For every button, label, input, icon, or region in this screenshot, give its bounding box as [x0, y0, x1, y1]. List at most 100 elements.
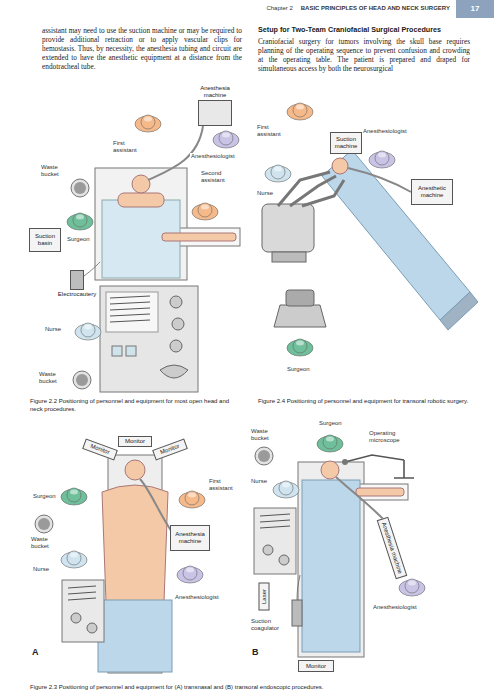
open-surgery-setup	[135, 115, 161, 132]
staff-label: Anesthesiologist	[362, 128, 408, 135]
staff-label: Surgeon	[66, 236, 91, 243]
open-surgery-setup	[67, 115, 240, 392]
open-surgery-setup	[132, 175, 150, 193]
transoral-setup	[298, 462, 364, 657]
transnasal-setup	[71, 613, 81, 623]
node-label: Anesthesia machine	[189, 85, 241, 99]
robotic-surgery-setup	[332, 158, 348, 174]
staff-label: First assistant	[208, 478, 244, 492]
robotic-surgery-setup	[348, 168, 411, 192]
node-label: Suction machine	[333, 136, 359, 150]
open-surgery-setup	[110, 302, 150, 304]
staff-label: Nurse	[256, 190, 274, 197]
figure-caption: Figure 2.2 Positioning of personnel and …	[30, 398, 240, 414]
transnasal-setup	[35, 455, 205, 673]
transnasal-setup	[68, 592, 96, 594]
node-label: Anesthetic machine	[414, 185, 450, 199]
robotic-surgery-setup	[322, 150, 470, 320]
transoral-setup	[279, 555, 289, 565]
equipment-box	[198, 100, 232, 126]
body-text: Craniofacial surgery for tumors involvin…	[258, 37, 470, 73]
monitor: Monitor	[152, 438, 188, 460]
staff-label: Nurse	[250, 478, 268, 485]
transoral-setup	[345, 455, 404, 462]
robotic-surgery-setup	[265, 165, 291, 182]
transnasal-setup	[179, 491, 205, 508]
staff-label: First assistant	[256, 124, 290, 138]
anesthesia-machine: Anesthesia machine	[377, 517, 408, 580]
panel-letter: B	[252, 648, 259, 658]
transoral-setup	[399, 579, 425, 596]
transoral-setup	[317, 435, 343, 452]
open-surgery-setup	[172, 318, 184, 330]
open-surgery-setup	[95, 168, 187, 280]
transnasal-setup	[35, 515, 53, 533]
transoral-setup	[260, 526, 290, 528]
anesthetic-machine: Anesthetic machine	[411, 179, 453, 205]
transnasal-setup	[62, 580, 104, 642]
open-surgery-setup	[110, 296, 150, 322]
staff-label: Nurse	[44, 326, 62, 333]
transoral-setup	[356, 488, 404, 496]
transnasal-setup	[68, 586, 96, 600]
robotic-surgery-setup	[272, 252, 306, 262]
open-surgery-setup	[112, 346, 122, 356]
open-surgery-setup	[213, 131, 239, 148]
staff-label: Surgeon	[318, 420, 343, 427]
transoral-setup	[297, 575, 300, 600]
open-surgery-setup	[84, 262, 100, 276]
body-text: assistant may need to use the suction ma…	[42, 26, 242, 72]
node-label: Suction basin	[32, 233, 58, 247]
robotic-surgery-setup	[369, 151, 395, 168]
transoral-setup	[345, 455, 414, 478]
open-surgery-setup	[126, 346, 136, 356]
transnasal-setup	[140, 479, 172, 532]
open-surgery-setup	[75, 323, 101, 340]
open-surgery-setup	[162, 233, 236, 241]
open-surgery-setup	[110, 320, 150, 322]
robotic-surgery-setup	[302, 180, 344, 206]
anesthesia-machine: Anesthesia machine	[189, 85, 241, 127]
suction-machine: Suction machine	[330, 132, 362, 154]
open-surgery-setup	[106, 292, 158, 332]
transnasal-setup	[177, 566, 203, 583]
open-surgery-setup	[118, 193, 164, 207]
equipment-label: Operating microscope	[368, 430, 420, 444]
robotic-surgery-setup	[274, 305, 326, 327]
staff-label: Nurse	[32, 566, 50, 573]
figure-caption: Figure 2.3 Positioning of personnel and …	[30, 684, 470, 692]
transoral-setup	[260, 520, 290, 522]
open-surgery-setup	[170, 340, 182, 352]
transoral-setup	[292, 600, 302, 626]
transoral-setup	[336, 477, 386, 522]
transoral-setup	[321, 461, 339, 479]
node-label: Anesthesia machine	[380, 521, 403, 575]
robotic-surgery-setup	[286, 290, 314, 306]
monitor: Monitor	[82, 438, 118, 460]
monitor: Monitor	[298, 660, 334, 672]
node-label: Monitor	[125, 438, 145, 445]
equipment-box	[70, 270, 84, 290]
transnasal-setup	[61, 551, 87, 568]
figure-caption: Figure 2.4 Positioning of personnel and …	[258, 398, 470, 406]
transnasal-setup	[102, 485, 168, 602]
staff-label: Anesthesiologist	[190, 153, 236, 160]
page-number: 17	[456, 4, 494, 14]
equipment-label: Waste bucket	[40, 164, 72, 178]
transoral-setup	[263, 545, 273, 555]
panel-letter: A	[32, 648, 39, 658]
laser-unit: Laser	[259, 582, 270, 610]
staff-label: Surgeon	[32, 493, 57, 500]
robotic-surgery-setup	[262, 204, 314, 252]
equipment-label: Suction coagulator	[250, 618, 290, 632]
transnasal-setup	[68, 586, 96, 588]
section-heading: Setup for Two-Team Craniofacial Surgical…	[258, 26, 470, 35]
transnasal-setup	[61, 488, 87, 505]
node-label: Anesthesia machine	[173, 531, 207, 545]
equipment-label: Waste bucket	[250, 428, 282, 442]
equipment-label: Waste bucket	[38, 371, 70, 385]
robotic-surgery-setup	[287, 339, 313, 356]
node-label: Monitor	[306, 663, 326, 670]
transoral-setup	[254, 508, 296, 574]
